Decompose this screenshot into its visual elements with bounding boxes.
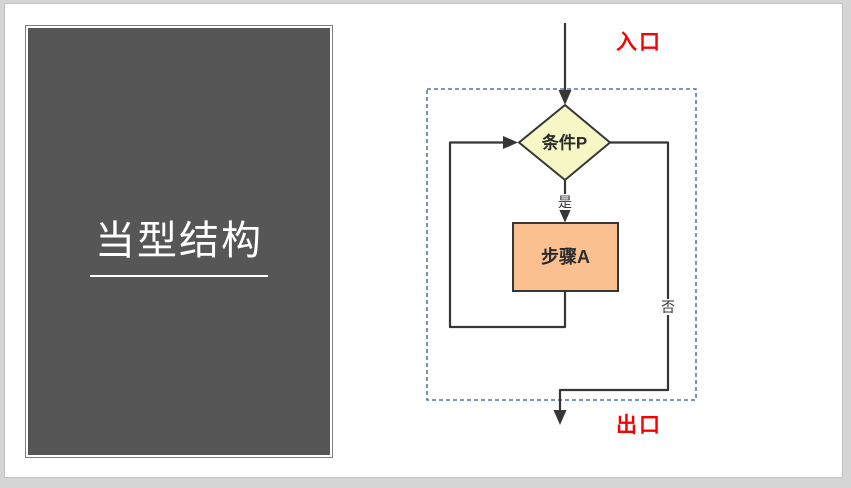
entry-arrowhead-icon xyxy=(558,90,572,105)
title-panel: 当型结构 xyxy=(25,25,333,458)
step-node-label: 步骤A xyxy=(541,247,590,267)
entry-label: 入口 xyxy=(616,31,662,54)
loop-boundary-dashed-rect xyxy=(426,88,697,401)
yes-branch-label: 是 xyxy=(557,194,573,210)
slide-title: 当型结构 xyxy=(95,219,263,263)
exit-arrowhead-icon xyxy=(553,410,567,425)
loop-back-line xyxy=(448,141,567,329)
yes-arrowhead-icon xyxy=(558,208,572,223)
condition-diamond-shape xyxy=(517,103,612,182)
no-branch-label: 否 xyxy=(660,299,676,315)
step-box-shape xyxy=(512,222,619,292)
title-panel-inner: 当型结构 xyxy=(28,28,330,455)
condition-node-label: 条件P xyxy=(541,133,588,153)
no-branch-line xyxy=(558,141,670,410)
title-underline xyxy=(90,275,268,277)
exit-label: 出口 xyxy=(616,414,662,437)
loop-back-arrowhead-icon xyxy=(503,136,518,149)
